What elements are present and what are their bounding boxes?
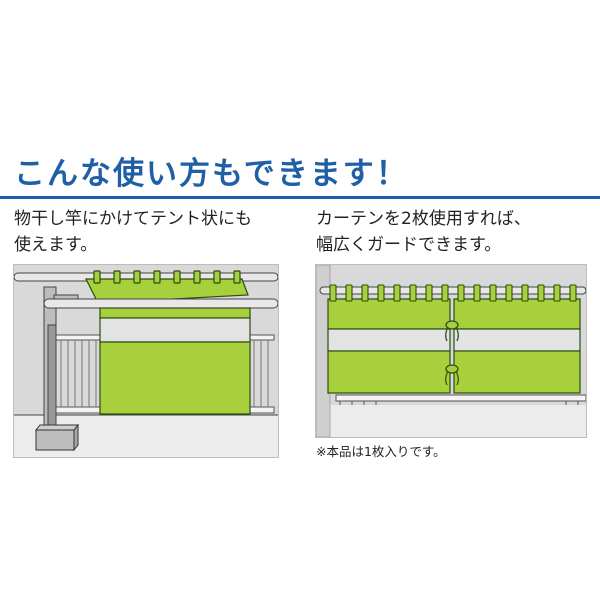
hanging-loops	[93, 270, 241, 284]
front-laundry-pole	[43, 298, 278, 309]
tent-usage-illustration	[13, 264, 279, 458]
right-curtain	[453, 298, 581, 394]
right-description-line-2: 幅広くガードできます。	[316, 235, 502, 255]
right-description-line-1: カーテンを2枚使用すれば、	[316, 209, 531, 229]
left-description-line-1: 物干し竿にかけてテント状にも	[14, 209, 252, 229]
left-description: 物干し竿にかけてテント状にも 使えます。	[14, 206, 252, 258]
tent-usage-drawing	[14, 265, 278, 457]
pole-stand-post	[47, 324, 57, 434]
headline-underline	[0, 196, 600, 199]
right-description: カーテンを2枚使用すれば、 幅広くガードできます。	[316, 206, 531, 258]
left-description-line-2: 使えます。	[14, 235, 98, 255]
two-curtain-illustration	[315, 264, 587, 438]
curtain-loops	[329, 284, 577, 302]
balcony-floor	[316, 405, 586, 437]
headline: こんな使い方もできます！	[14, 156, 409, 192]
tie-knot-upper	[445, 320, 459, 342]
balcony-railing	[335, 394, 586, 405]
left-curtain	[327, 298, 451, 394]
tent-roof-panel	[85, 278, 249, 304]
balcony-floor	[14, 415, 278, 457]
tent-front-curtain	[99, 307, 251, 415]
two-curtain-drawing	[316, 265, 586, 437]
pole-stand-base	[34, 423, 80, 452]
laundry-pole	[319, 286, 586, 295]
tie-knot-lower	[445, 364, 459, 386]
package-note: ※本品は1枚入りです。	[316, 444, 446, 459]
